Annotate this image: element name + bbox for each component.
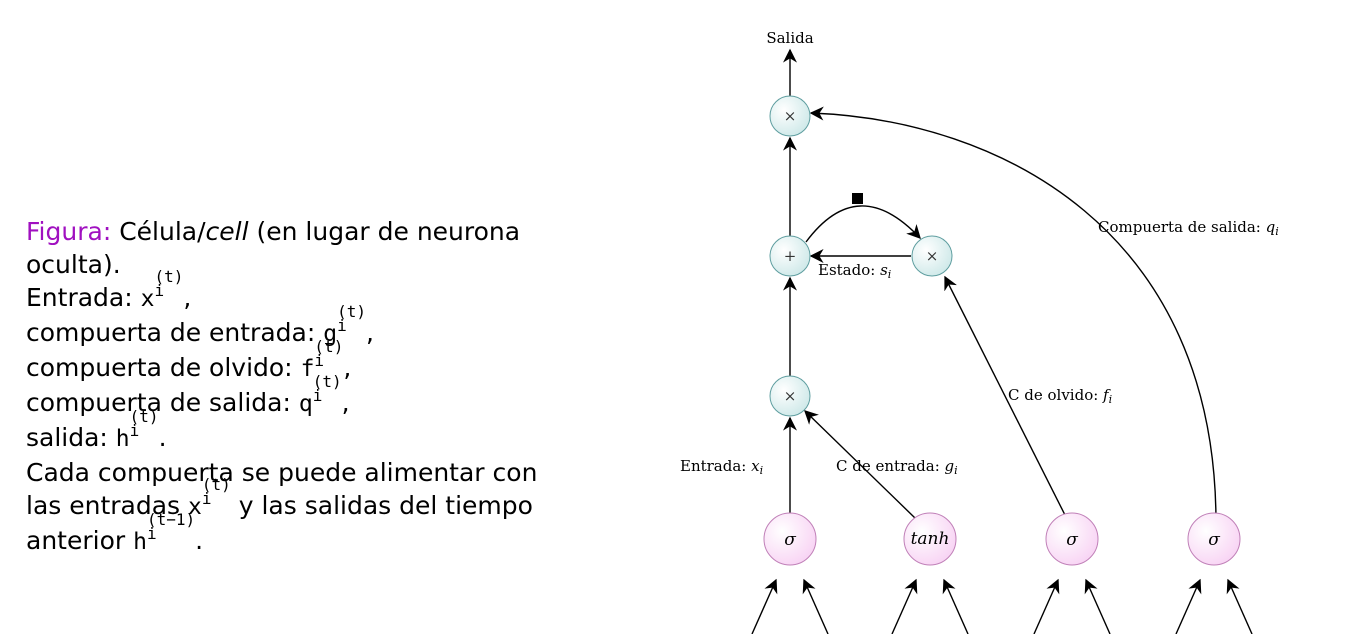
state-multiply-node: × xyxy=(911,235,953,277)
state-add-node: + xyxy=(769,235,811,277)
math-symbol: q xyxy=(298,391,313,417)
sigma-output-node: σ xyxy=(1187,512,1241,566)
arrow-forget-to-state-multiply xyxy=(944,275,1068,520)
figure-caption: Figura: Célula/cell (en lugar de neurona… xyxy=(26,215,586,559)
math-symbol: x xyxy=(188,494,202,520)
caption-input-gate-line: compuerta de entrada: g(t)i, xyxy=(26,302,374,348)
math-scripts: (t)i xyxy=(201,475,231,508)
svg-text:σ: σ xyxy=(784,530,796,550)
incoming-arrow xyxy=(1033,578,1060,634)
incoming-arrow xyxy=(891,578,918,634)
incoming-arrow xyxy=(802,578,829,634)
math-symbol: h xyxy=(133,529,147,555)
math-symbol: h xyxy=(115,426,130,452)
caption-text: salida: xyxy=(26,423,116,452)
caption-line-10: anterior h(t−1)i. xyxy=(26,510,204,556)
incoming-arrow xyxy=(942,578,969,634)
figure-label: Figura: xyxy=(26,217,112,246)
svg-text:×: × xyxy=(784,387,797,405)
connection-arrows xyxy=(783,48,1217,524)
caption-output-gate-line: compuerta de salida: q(t)i, xyxy=(26,372,350,418)
math-symbol: g xyxy=(323,321,338,347)
incoming-arrow xyxy=(1084,578,1111,634)
caption-line-8: Cada compuerta se puede alimentar con xyxy=(26,458,538,487)
svg-text:×: × xyxy=(784,107,797,125)
caption-text: Célula/ xyxy=(119,217,206,246)
caption-text: compuerta de salida: xyxy=(26,388,299,417)
caption-text: Entrada: xyxy=(26,283,141,312)
incoming-input-arrows xyxy=(751,578,1253,634)
math-symbol: x xyxy=(140,286,155,312)
forget-gate-label: C de olvido: fi xyxy=(1008,386,1112,406)
caption-line-2: oculta). xyxy=(26,250,121,279)
output-gate-label: Compuerta de salida: qi xyxy=(1098,218,1279,238)
math-scripts: (t)i xyxy=(337,302,366,335)
incoming-arrow xyxy=(1226,578,1253,634)
arrow-state-recurrent-loop xyxy=(805,205,921,243)
incoming-arrow xyxy=(751,578,778,634)
input-label: Entrada: xi xyxy=(680,457,763,477)
math-scripts: (t)i xyxy=(154,267,184,300)
svg-text:tanh: tanh xyxy=(911,529,950,549)
caption-text: compuerta de entrada: xyxy=(26,318,324,347)
input-multiply-node: × xyxy=(769,375,811,417)
math-scripts: (t)i xyxy=(314,337,344,370)
caption-line-9: las entradas x(t)i y las salidas del tie… xyxy=(26,475,586,524)
svg-text:σ: σ xyxy=(1066,530,1078,550)
incoming-arrow xyxy=(1175,578,1202,634)
caption-text: compuerta de olvido: xyxy=(26,353,301,382)
tanh-input-gate-node: tanh xyxy=(903,512,957,566)
caption-forget-gate-line: compuerta de olvido: f(t)i, xyxy=(26,337,352,383)
caption-line-1: Figura: Célula/cell (en lugar de neurona xyxy=(26,215,586,248)
delay-square xyxy=(852,193,863,204)
math-scripts: (t)i xyxy=(312,372,342,405)
math-symbol: f xyxy=(300,356,315,382)
output-multiply-node: × xyxy=(769,95,811,137)
arrow-output-gate-to-output-multiply xyxy=(809,106,1217,524)
svg-text:+: + xyxy=(784,247,797,265)
output-label: Salida xyxy=(766,29,813,47)
caption-output-line: salida: h(t)i. xyxy=(26,407,167,453)
math-scripts: (t)i xyxy=(129,407,159,440)
state-label: Estado: si xyxy=(818,261,891,281)
sigma-forget-node: σ xyxy=(1045,512,1099,566)
arrow-tanh-to-input-multiply xyxy=(803,410,916,519)
caption-text: anterior xyxy=(26,526,134,555)
svg-text:σ: σ xyxy=(1208,530,1220,550)
sigma-input-node: σ xyxy=(763,512,817,566)
caption-text: (en lugar de neurona xyxy=(248,217,521,246)
caption-input-line: Entrada: x(t)i, xyxy=(26,267,192,313)
input-gate-label: C de entrada: gi xyxy=(836,457,958,477)
caption-emphasis: cell xyxy=(205,217,249,246)
math-scripts: (t−1)i xyxy=(146,510,196,543)
caption-text: las entradas xyxy=(26,491,189,520)
caption-text: y las salidas del tiempo xyxy=(230,491,533,520)
svg-text:×: × xyxy=(926,247,939,265)
